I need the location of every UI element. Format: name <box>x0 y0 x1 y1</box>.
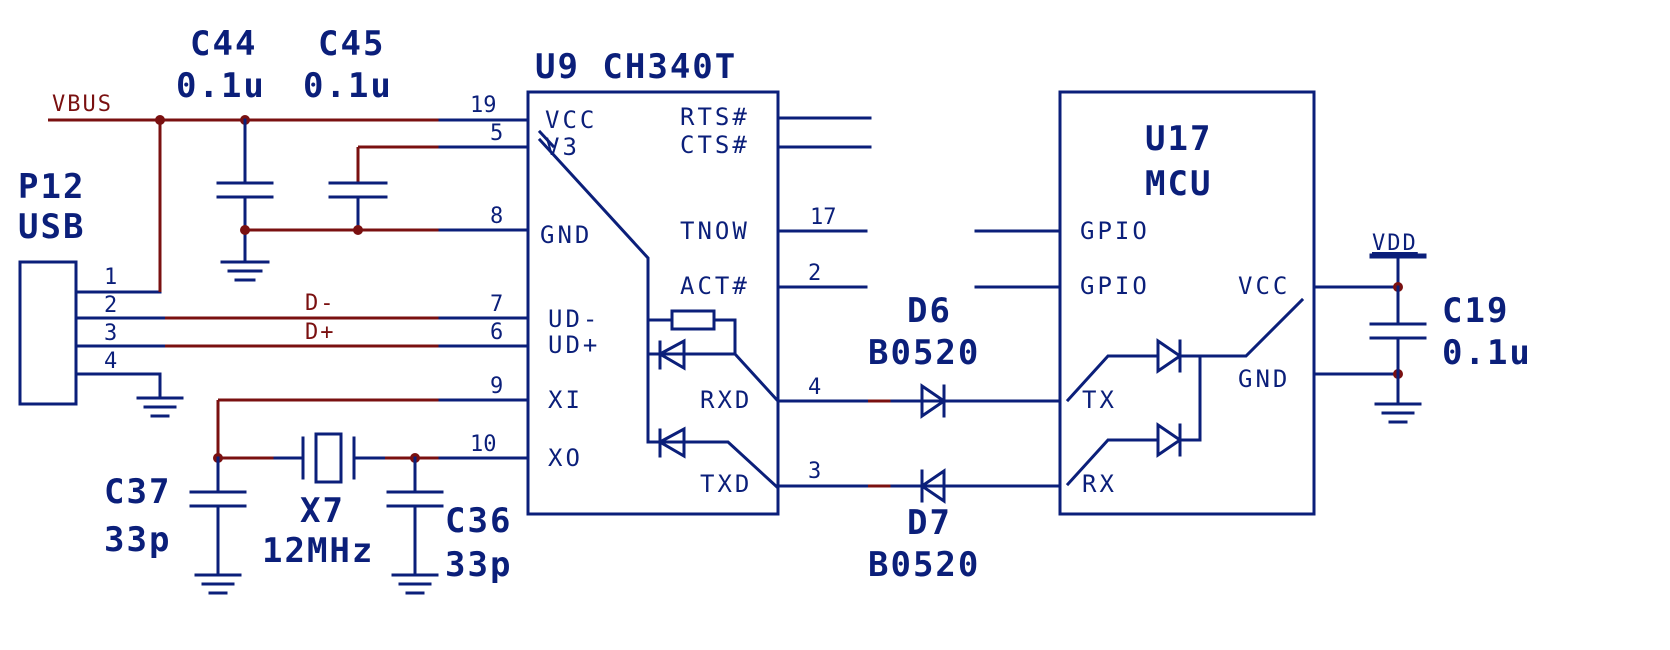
u9-internal-link <box>537 129 556 149</box>
u17-internal-vcc-path <box>1198 297 1305 358</box>
u9-pin-act: ACT# <box>680 272 750 300</box>
c44-value: 0.1u <box>176 66 266 106</box>
dminus-net-label: D- <box>305 291 336 316</box>
ground-symbol-c36 <box>391 573 439 595</box>
u9-pin-rts: RTS# <box>680 103 750 131</box>
junction-gnd-c44 <box>240 225 250 235</box>
c36-ref: C36 <box>445 501 512 541</box>
d7-ref: D7 <box>907 503 952 543</box>
vdd-label: VDD <box>1372 231 1418 256</box>
u9-internal-diode-lower <box>656 426 686 459</box>
u9-pin-cts: CTS# <box>680 131 750 159</box>
u9-pin-udp: UD+ <box>548 331 600 359</box>
ground-symbol-c44 <box>220 260 270 282</box>
usb-connector: P12 USB 1 2 3 4 <box>18 167 117 406</box>
usb-ref: P12 <box>18 167 85 207</box>
x7-value: 12MHz <box>262 531 374 571</box>
c37-value: 33p <box>104 520 171 560</box>
u9-pin-num-udm: 7 <box>490 292 503 317</box>
junction-gnd-c45 <box>353 225 363 235</box>
c19-ref: C19 <box>1442 291 1509 331</box>
usb-value: USB <box>18 207 85 247</box>
u9-pin-udm: UD- <box>548 305 600 333</box>
usb-connector-body <box>18 260 78 406</box>
u17-pin-gnd: GND <box>1238 365 1290 393</box>
dplus-net-label: D+ <box>305 320 336 345</box>
u9-body <box>526 90 780 516</box>
x7-ref: X7 <box>300 491 345 531</box>
ground-symbol-c37 <box>194 573 242 595</box>
u9-pin-num-xo: 10 <box>470 432 497 457</box>
vbus-net-label: VBUS <box>52 92 113 117</box>
u9-pin-num-txd: 3 <box>808 459 821 484</box>
u17-pin-tx: TX <box>1082 386 1117 414</box>
u9-pin-num-rxd: 4 <box>808 375 821 400</box>
c45-value: 0.1u <box>303 66 393 106</box>
u17-ref: U17 <box>1145 119 1212 159</box>
junction-vbus-usb <box>155 115 165 125</box>
usb-pin4-wire <box>74 372 162 400</box>
u9-pin-gnd: GND <box>540 221 592 249</box>
u9-internal-rxd-path <box>732 351 780 403</box>
crystal-x7: X7 12MHz <box>262 432 374 571</box>
u17-body <box>1058 90 1316 516</box>
usb-pin-3: 3 <box>104 321 117 346</box>
ic-u9-ch340t: U9 CH340T 19 5 8 7 6 9 10 VCC V3 GND UD-… <box>470 47 837 516</box>
c36-value: 33p <box>445 545 512 585</box>
u9-pin-xi: XI <box>548 386 583 414</box>
ground-symbol-c19 <box>1374 402 1422 424</box>
u9-title: U9 CH340T <box>535 47 737 87</box>
u9-internal-resistor-leads <box>646 318 737 356</box>
u9-pin-vcc: VCC <box>545 106 597 134</box>
u17-internal-paths <box>1065 354 1202 487</box>
u9-pin-num-gnd: 8 <box>490 204 503 229</box>
u17-pin-gpio1: GPIO <box>1080 217 1150 245</box>
c19-value: 0.1u <box>1442 333 1532 373</box>
u9-pin-num-udp: 6 <box>490 320 503 345</box>
usb-pin-2: 2 <box>104 293 117 318</box>
u9-pin-num-v3: 5 <box>490 121 503 146</box>
u17-pin-vcc: VCC <box>1238 272 1290 300</box>
capacitor-c37: C37 33p <box>104 456 247 595</box>
c45-ref: C45 <box>318 24 385 64</box>
u9-internal-diode-upper <box>646 338 686 371</box>
c37-ref: C37 <box>104 472 171 512</box>
diode-d6: D6 B0520 <box>868 291 980 419</box>
u17-pin-gpio2: GPIO <box>1080 272 1150 300</box>
u9-pin-num-vcc: 19 <box>470 93 497 118</box>
d6-value: B0520 <box>868 333 980 373</box>
u9-pin-num-xi: 9 <box>490 374 503 399</box>
u17-pin-rx: RX <box>1082 470 1117 498</box>
u9-pin-tnow: TNOW <box>680 217 750 245</box>
u9-pin-num-act: 2 <box>808 261 821 286</box>
u17-internal-diode-upper <box>1156 338 1183 374</box>
u9-internal-resistor <box>670 309 716 331</box>
capacitor-c45: C45 0.1u <box>303 24 530 232</box>
u9-pin-xo: XO <box>548 444 583 472</box>
u9-pin-txd: TXD <box>700 470 752 498</box>
d6-ref: D6 <box>907 291 952 331</box>
diode-d7: D7 B0520 <box>868 468 980 585</box>
ground-symbol-usb <box>136 396 184 418</box>
c44-ref: C44 <box>190 24 257 64</box>
capacitor-c19: C19 0.1u <box>1369 285 1532 424</box>
capacitor-c44: C44 0.1u <box>176 24 274 264</box>
u9-internal-txd-path <box>537 137 780 490</box>
u17-value: MCU <box>1145 164 1212 204</box>
ic-u17-mcu: U17 MCU GPIO GPIO VCC GND TX RX <box>1058 90 1316 516</box>
capacitor-c36: C36 33p <box>386 456 512 595</box>
u17-internal-diode-lower <box>1156 422 1183 458</box>
u9-pin-v3: V3 <box>545 133 580 161</box>
d7-value: B0520 <box>868 545 980 585</box>
usb-pin-4: 4 <box>104 349 117 374</box>
vdd-rail: VDD <box>1369 231 1427 289</box>
u9-pin-num-tnow: 17 <box>810 205 837 230</box>
usb-pin-1: 1 <box>104 265 117 290</box>
u9-pin-rxd: RXD <box>700 386 752 414</box>
